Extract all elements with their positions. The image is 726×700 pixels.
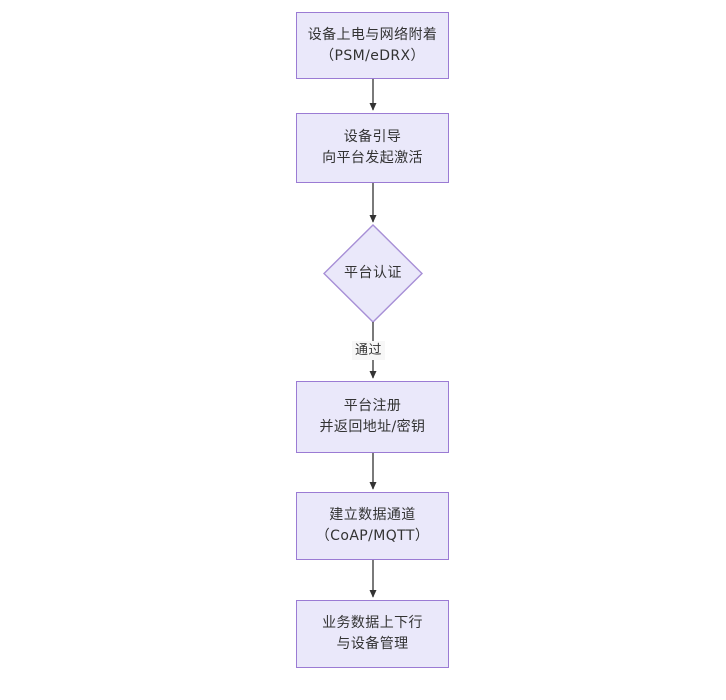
node-power-on[interactable]: 设备上电与网络附着 （PSM/eDRX） [296, 12, 449, 79]
node-bootstrap[interactable]: 设备引导 向平台发起激活 [296, 113, 449, 183]
node-data-channel-line2: （CoAP/MQTT） [315, 528, 430, 544]
node-business-data[interactable]: 业务数据上下行 与设备管理 [296, 600, 449, 668]
node-bootstrap-line2: 向平台发起激活 [322, 150, 423, 166]
node-platform-register[interactable]: 平台注册 并返回地址/密钥 [296, 381, 449, 453]
node-data-channel-line1: 建立数据通道 [329, 507, 416, 523]
node-business-data-line1: 业务数据上下行 [322, 615, 423, 631]
node-platform-register-line1: 平台注册 [343, 398, 402, 414]
node-platform-auth[interactable]: 平台认证 [324, 225, 422, 322]
node-power-on-line2: （PSM/eDRX） [320, 47, 425, 64]
node-data-channel[interactable]: 建立数据通道 （CoAP/MQTT） [296, 492, 449, 560]
node-power-on-line1: 设备上电与网络附着 [307, 26, 438, 43]
node-platform-register-line2: 并返回地址/密钥 [319, 419, 426, 435]
edge-label-pass: 通过 [352, 341, 386, 360]
node-business-data-line2: 与设备管理 [336, 636, 409, 652]
node-platform-auth-label: 平台认证 [344, 265, 402, 281]
node-bootstrap-line1: 设备引导 [343, 129, 402, 145]
